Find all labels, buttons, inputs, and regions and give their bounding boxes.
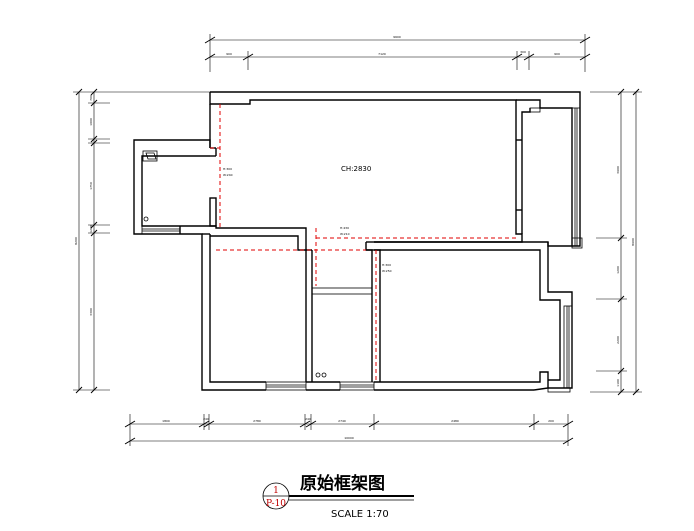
left-dim-2: 1000: [89, 118, 93, 126]
ceiling-height-label: CH:2830: [341, 165, 371, 173]
title-block: 1 P-10 原始框架图 SCALE 1:70: [262, 473, 414, 520]
right-dim-2: 1200: [616, 266, 620, 274]
bottom-dim-6: 2480: [451, 419, 459, 423]
left-dim-3: 1750: [89, 182, 93, 190]
sink-icon: [142, 150, 158, 162]
beam-a-width: W:240: [223, 173, 233, 177]
top-dimension-lines: 9600 900 7120 300 900: [204, 34, 591, 72]
drawing-number-bottom: P-10: [266, 499, 286, 509]
bottom-dim-2: 240: [203, 417, 209, 421]
drain-icon: [143, 216, 149, 222]
drain-icon-3: [321, 372, 327, 378]
walls: [133, 91, 581, 391]
bottom-dim-7: 200: [548, 419, 554, 423]
top-dim-1: 900: [226, 52, 232, 56]
top-dim-2: 7120: [378, 52, 386, 56]
bottom-dim-5: 2740: [338, 419, 346, 423]
fixtures: [142, 150, 327, 378]
drain-icon-2: [315, 372, 321, 378]
right-dimension-lines: 8600 3600 1200 2200 1100: [590, 88, 642, 396]
beam-c-width: W:250: [382, 269, 392, 273]
left-total-dim: 8200: [74, 237, 78, 245]
bottom-dim-1: 1800: [162, 419, 170, 423]
top-dim-3: 300: [520, 50, 526, 54]
beam-b-height: H:430: [340, 226, 349, 230]
beam-lines: [210, 104, 516, 382]
top-total-dim: 9600: [393, 35, 401, 39]
right-dim-4: 1100: [616, 379, 620, 387]
windows: [141, 107, 583, 393]
left-dim-4: 1200: [89, 225, 93, 233]
left-dim-1: 700: [89, 95, 93, 101]
beam-b-width: W:210: [340, 232, 350, 236]
beam-a-height: H:300: [223, 167, 232, 171]
left-dim-5: 3300: [89, 308, 93, 316]
bottom-dim-3: 2780: [253, 419, 261, 423]
right-total-dim: 8600: [631, 238, 635, 246]
right-dim-1: 3600: [616, 166, 620, 174]
sink-basin-icon: [145, 152, 157, 160]
bottom-dimension-lines: 1800 240 2780 240 2740 2480 200 10000: [124, 414, 574, 446]
beam-c-height: H:300: [382, 263, 391, 267]
drawing-title: 原始框架图: [300, 473, 385, 494]
drawing-number-top: 1: [273, 486, 279, 496]
left-dimension-lines: 8200 700 1000 1750 1200 3300: [73, 88, 210, 394]
bottom-total-dim: 10000: [344, 436, 354, 440]
top-dim-4: 900: [554, 52, 560, 56]
bottom-dim-4: 240: [305, 417, 311, 421]
drawing-scale: SCALE 1:70: [331, 509, 389, 520]
right-dim-3: 2200: [616, 336, 620, 344]
